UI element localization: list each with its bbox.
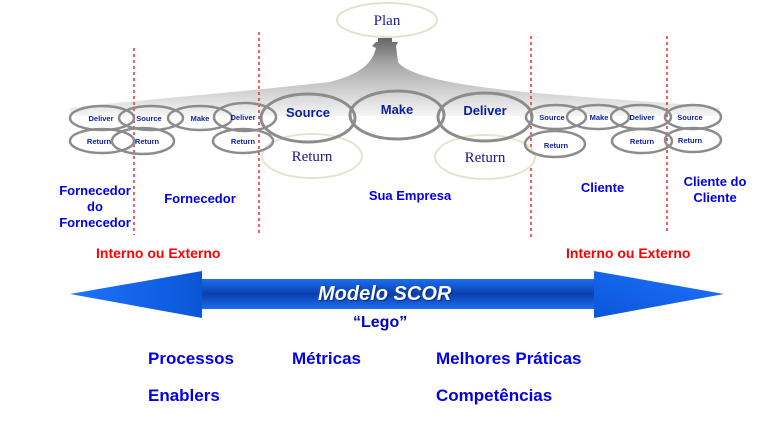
tier-cc-line-1: Cliente do <box>683 174 747 189</box>
f-deliver-label: Deliver <box>230 113 255 122</box>
component-competencias: Competências <box>436 386 553 405</box>
tier-cc-line-2: Cliente <box>693 190 737 205</box>
component-processos: Processos <box>148 349 234 368</box>
component-enablers: Enablers <box>148 386 220 405</box>
cc-return-label: Return <box>678 136 703 145</box>
tier-ff-line-1: Fornecedor <box>59 183 131 198</box>
f-return1-label: Return <box>135 137 160 146</box>
central-return-left-label: Return <box>292 149 333 165</box>
central-return-right-ellipse <box>434 134 536 180</box>
tier-ff-line-3: Fornecedor <box>59 215 131 230</box>
tier-fornecedor: Fornecedor <box>164 191 236 206</box>
f-make-label: Make <box>191 114 210 123</box>
plan-node: Plan <box>336 2 438 38</box>
tier-cliente-do-cliente: Cliente do Cliente <box>670 174 760 206</box>
component-melhores-praticas: Melhores Práticas <box>436 349 582 368</box>
arrow-title: Modelo SCOR <box>318 283 452 305</box>
c-make-label: Make <box>590 113 609 122</box>
tier-ff-line-2: do <box>87 199 103 214</box>
central-deliver-label: Deliver <box>463 103 506 118</box>
ff-deliver-label: Deliver <box>88 114 113 123</box>
interno-externo-left: Interno ou Externo <box>96 245 221 261</box>
cc-return-ellipse <box>663 126 723 154</box>
f-return1-ellipse <box>110 126 176 156</box>
c-deliver-label: Deliver <box>629 113 654 122</box>
arrow-shaft <box>168 279 600 309</box>
central-source-label: Source <box>286 105 330 120</box>
plan-spread-shape <box>70 38 720 116</box>
c-make-ellipse <box>565 103 631 131</box>
component-metricas: Métricas <box>292 349 361 368</box>
c-return1-ellipse <box>523 129 587 159</box>
tier-fornecedor-do-fornecedor: Fornecedor do Fornecedor <box>46 183 144 231</box>
central-return-right-label: Return <box>465 150 506 166</box>
central-make-label: Make <box>381 102 414 117</box>
f-return2-ellipse <box>211 127 275 155</box>
arrow-subtitle: “Lego” <box>353 314 408 331</box>
c-return2-label: Return <box>630 137 655 146</box>
arrow-head-left <box>70 271 202 318</box>
ff-return-label: Return <box>87 137 112 146</box>
cc-source-label: Source <box>677 113 702 122</box>
c-return1-label: Return <box>544 141 569 150</box>
central-return-left-ellipse <box>261 133 363 179</box>
central-source-ellipse <box>259 92 357 144</box>
c-return2-ellipse <box>610 127 674 155</box>
c-source-ellipse <box>524 103 588 131</box>
arrow-head-right <box>594 271 724 318</box>
central-deliver-ellipse <box>436 91 534 143</box>
tier-sua-empresa: Sua Empresa <box>368 188 452 203</box>
plan-label: Plan <box>374 13 401 29</box>
f-return2-label: Return <box>231 137 256 146</box>
tier-cliente: Cliente <box>580 180 625 195</box>
interno-externo-right: Interno ou Externo <box>566 245 691 261</box>
central-make-ellipse <box>348 89 446 141</box>
f-source-label: Source <box>136 114 161 123</box>
f-make-ellipse <box>166 104 234 132</box>
c-source-label: Source <box>539 113 564 122</box>
ff-return-ellipse <box>68 127 136 155</box>
scor-double-arrow <box>70 271 724 318</box>
f-deliver-ellipse <box>212 101 278 133</box>
f-source-ellipse <box>117 104 185 132</box>
